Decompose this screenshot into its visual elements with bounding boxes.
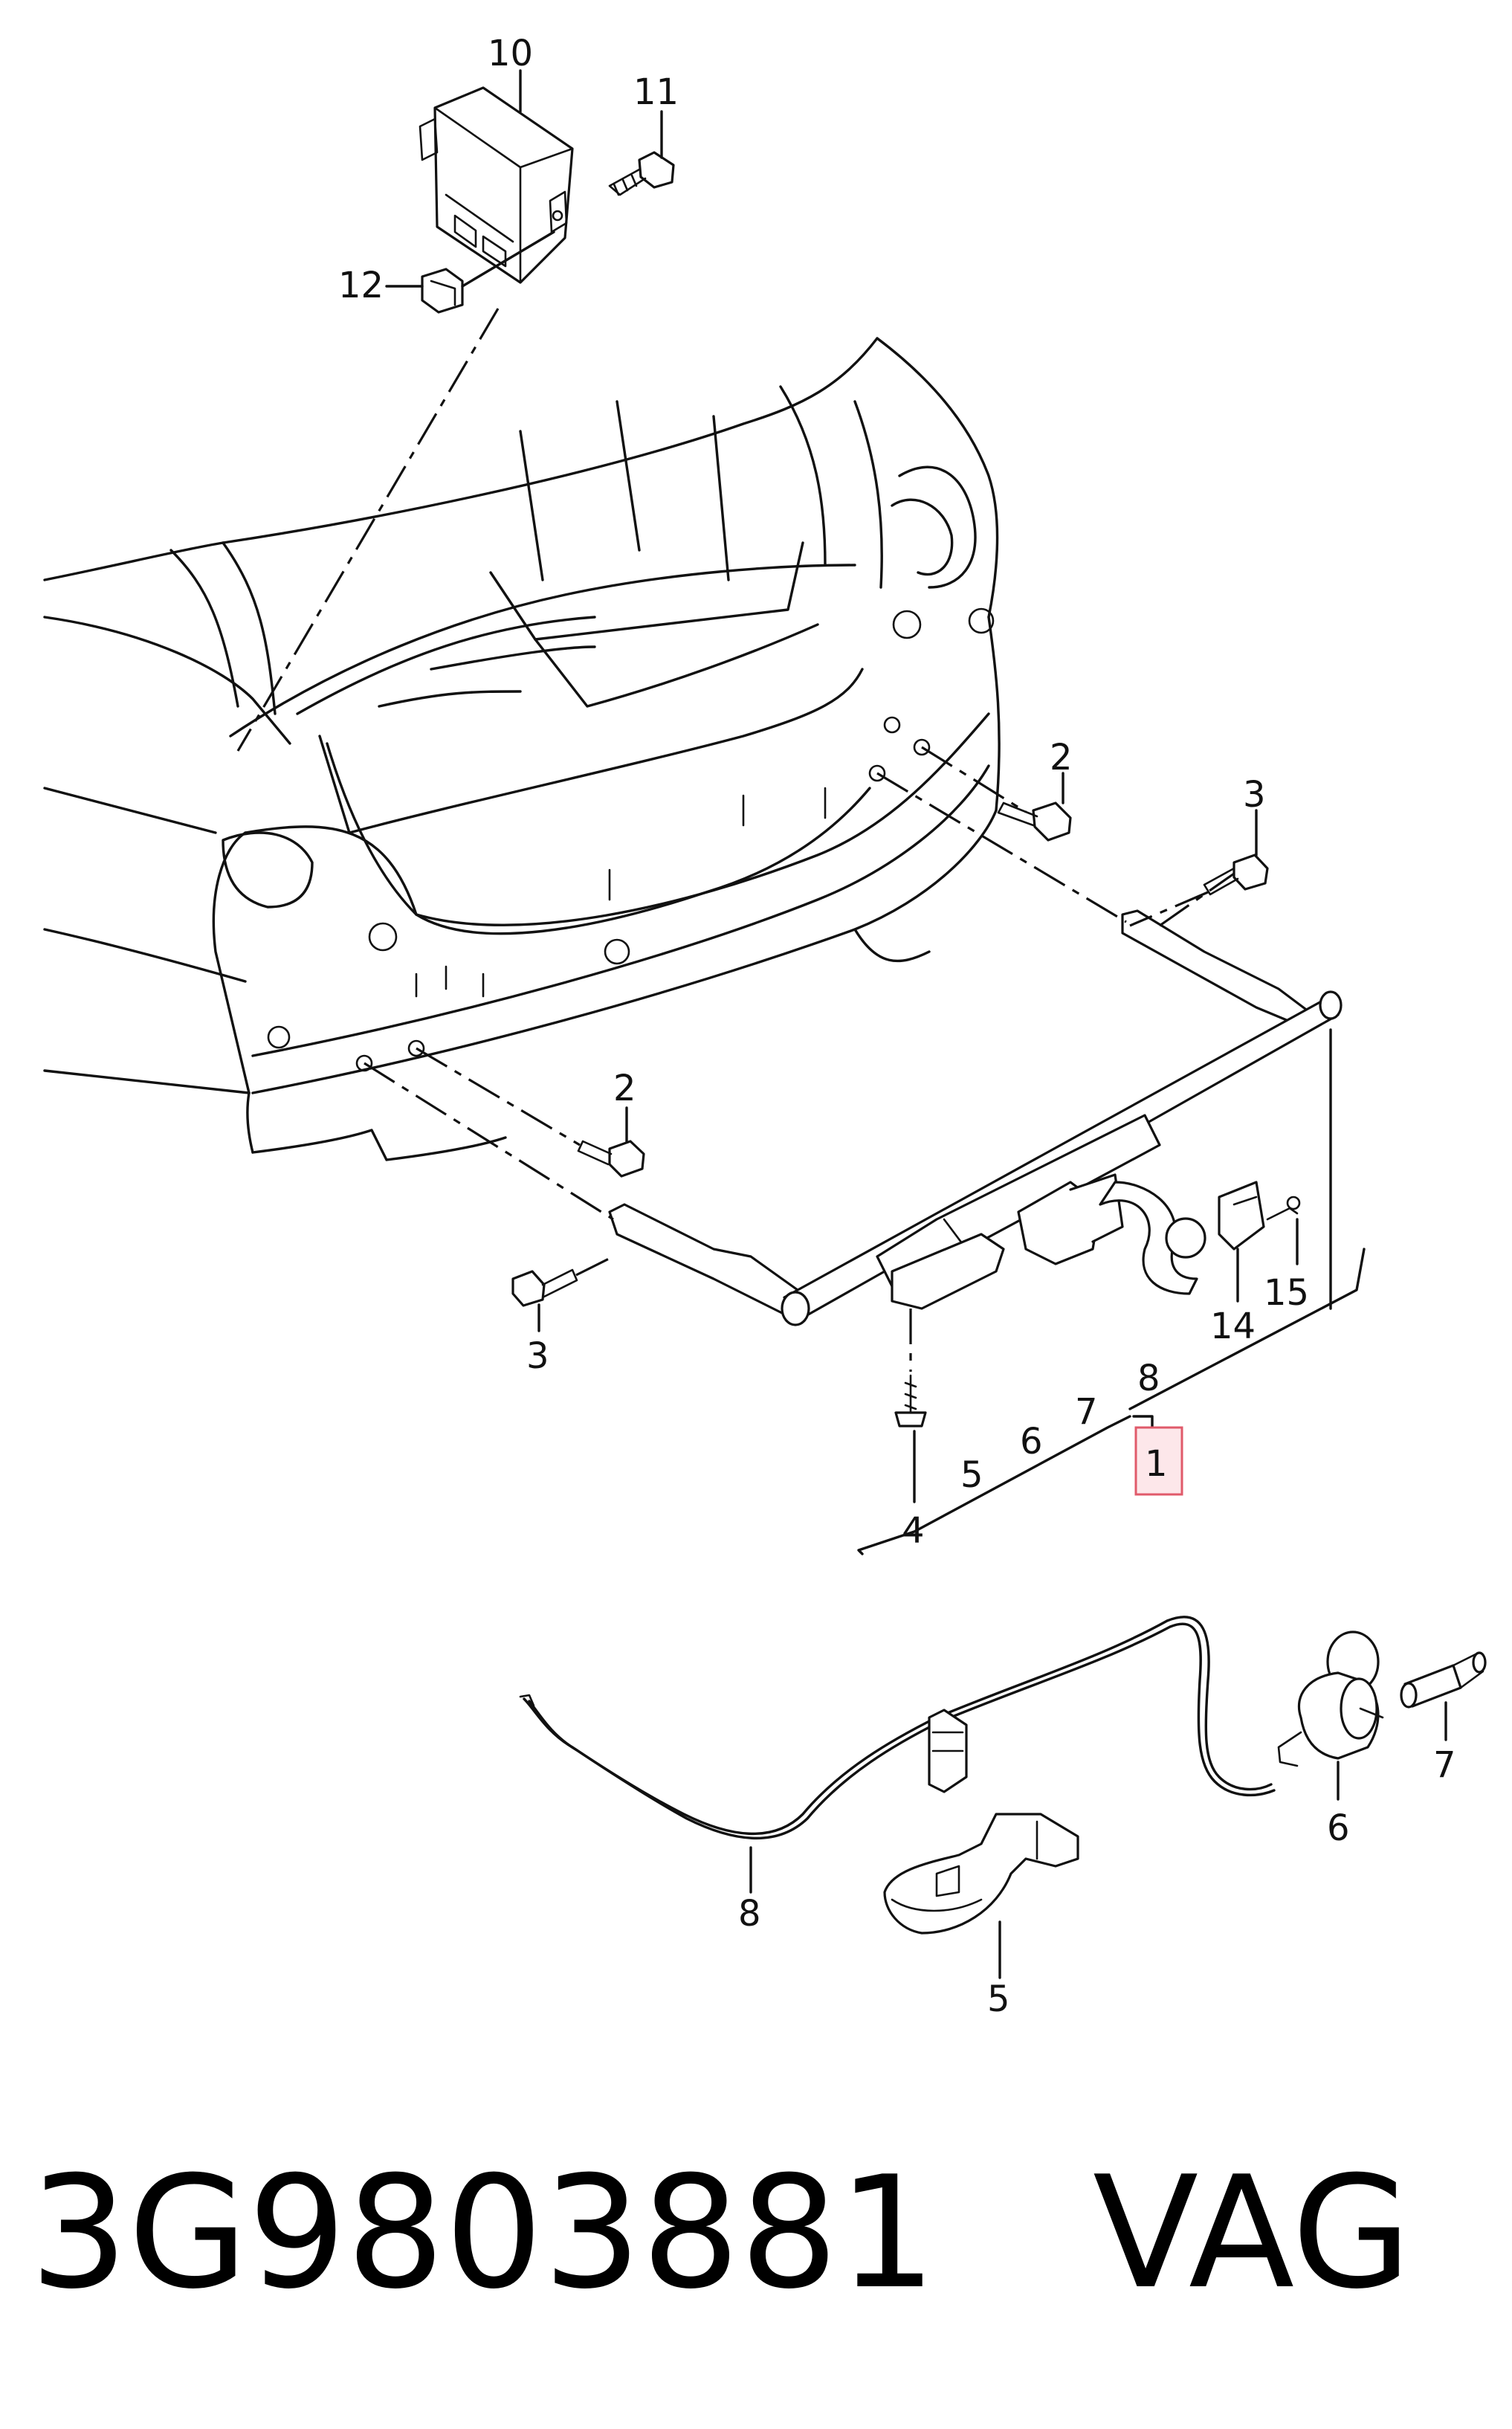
harness-drawing (519, 1616, 1487, 1935)
callout-14: 14 (1210, 1306, 1256, 1347)
callout-8-harness: 8 (738, 1893, 761, 1935)
callout-1: 1 (1145, 1443, 1168, 1485)
tow-bar-drawing (608, 909, 1343, 1326)
callout-6-switch: 6 (1327, 1807, 1350, 1849)
callout-3-upper: 3 (1243, 774, 1266, 816)
callout-4: 4 (902, 1510, 925, 1552)
vehicle-rear-drawing (43, 337, 1001, 1161)
callout-labels: 10 11 12 2 3 2 3 15 14 8 7 6 5 4 1 7 6 8… (338, 33, 1456, 2020)
callout-7-group: 7 (1075, 1391, 1098, 1433)
bolts-drawing (511, 801, 1269, 1428)
callout-2-lower: 2 (613, 1068, 636, 1109)
callout-7-pin: 7 (1433, 1744, 1456, 1786)
callout-8-group: 8 (1137, 1358, 1160, 1399)
callout-11: 11 (633, 71, 679, 113)
callout-6-group: 6 (1020, 1421, 1043, 1462)
callout-12: 12 (338, 265, 384, 306)
callout-2-upper: 2 (1050, 737, 1073, 778)
clip-12-drawing (421, 268, 464, 314)
highlight-box-part-1 (1134, 1426, 1183, 1496)
part-number: 3G9803881 (30, 2143, 937, 2323)
callout-10: 10 (488, 33, 533, 74)
screw-11-drawing (608, 151, 675, 196)
callout-5-socket: 5 (987, 1978, 1010, 2020)
callout-15: 15 (1264, 1272, 1309, 1314)
callout-3-lower: 3 (526, 1335, 549, 1377)
callout-5-group: 5 (960, 1454, 983, 1496)
control-unit-drawing (419, 86, 574, 284)
brand-name: VAG (1093, 2143, 1412, 2323)
